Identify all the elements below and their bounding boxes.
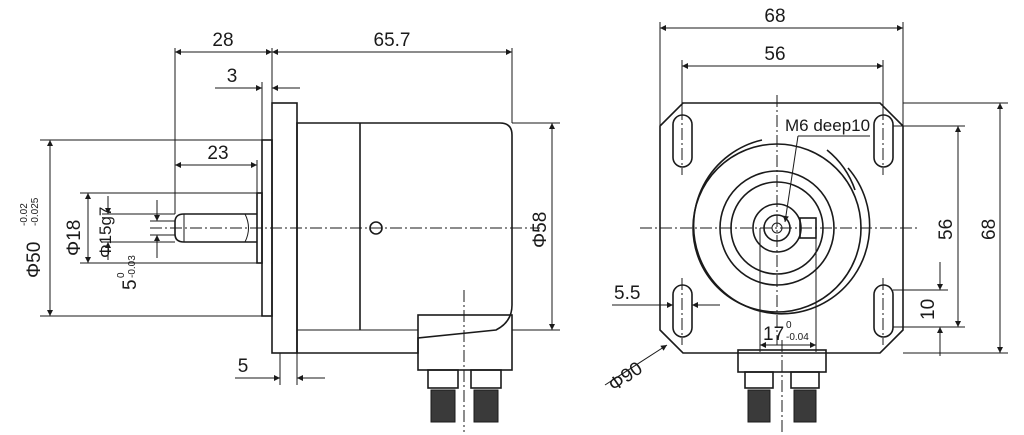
side-shaft [174, 213, 257, 243]
side-connector-nut-right [470, 369, 502, 389]
dim-label-3: 3 [227, 66, 238, 87]
dim-line-dia-90 [604, 344, 668, 386]
dim-label-28: 28 [212, 30, 233, 51]
dim-label-68-top: 68 [764, 6, 785, 27]
front-flange-square [659, 102, 904, 354]
dim-label-65-7: 65.7 [374, 30, 411, 51]
dim-label-flat: 5 [120, 279, 141, 290]
side-view: 28 65.7 3 23 5 Φ50 -0.02 -0.025 [19, 30, 560, 432]
side-connector-plug-left [430, 389, 456, 423]
dim-tol-flat-lower: -0.03 [127, 255, 138, 278]
side-connector-block [417, 314, 513, 371]
dim-label-68-right: 68 [979, 219, 1000, 240]
dim-label-dia-15g7: Φ15g7 [96, 207, 115, 258]
dim-tol-flat-upper: 0 [116, 272, 127, 278]
front-pilot-circle [719, 170, 835, 286]
dim-label-56-top: 56 [764, 44, 785, 65]
dim-label-dia-18: Φ18 [64, 220, 85, 256]
side-connector-nut-left [427, 369, 459, 389]
side-body [296, 122, 513, 354]
dim-tol-dia-50-lower: -0.025 [30, 197, 41, 226]
dim-label-56-right: 56 [936, 219, 957, 240]
dim-label-17: 17 [763, 324, 784, 345]
front-bolt-circle-arc-right [826, 149, 856, 191]
side-shaft-flat [244, 213, 249, 243]
dim-label-23: 23 [207, 143, 228, 164]
front-view: 68 56 M6 deep10 56 68 10 [604, 6, 1008, 432]
dim-label-5: 5 [238, 356, 249, 377]
side-body-screw-hole [369, 221, 383, 235]
dim-label-dia-58: Φ58 [530, 212, 551, 248]
front-connector-nut-left [744, 371, 774, 389]
front-inner-circle [730, 181, 824, 275]
front-connector-plug-left [747, 389, 771, 423]
dim-tol-dia-50-upper: -0.02 [19, 203, 30, 226]
dim-label-dia-50: Φ50 [24, 242, 45, 278]
front-connector-nut-right [790, 371, 820, 389]
front-outer-circle [692, 143, 862, 313]
front-key [799, 217, 817, 239]
thread-note-leader [782, 135, 799, 223]
dim-label-dia-90: Φ90 [605, 358, 647, 396]
front-hub-circle [752, 203, 802, 253]
side-hub [256, 192, 263, 264]
dim-tol-17-lower: -0.04 [786, 332, 809, 343]
front-shaft-center [771, 222, 783, 234]
side-connector-plug-right [473, 389, 499, 423]
dim-tol-17-upper: 0 [786, 320, 792, 331]
front-connector-plug-right [793, 389, 817, 423]
dim-label-5-5: 5.5 [614, 283, 640, 304]
dim-label-10: 10 [918, 299, 939, 320]
thread-note: M6 deep10 [785, 116, 870, 135]
front-shaft-circle [763, 214, 791, 242]
